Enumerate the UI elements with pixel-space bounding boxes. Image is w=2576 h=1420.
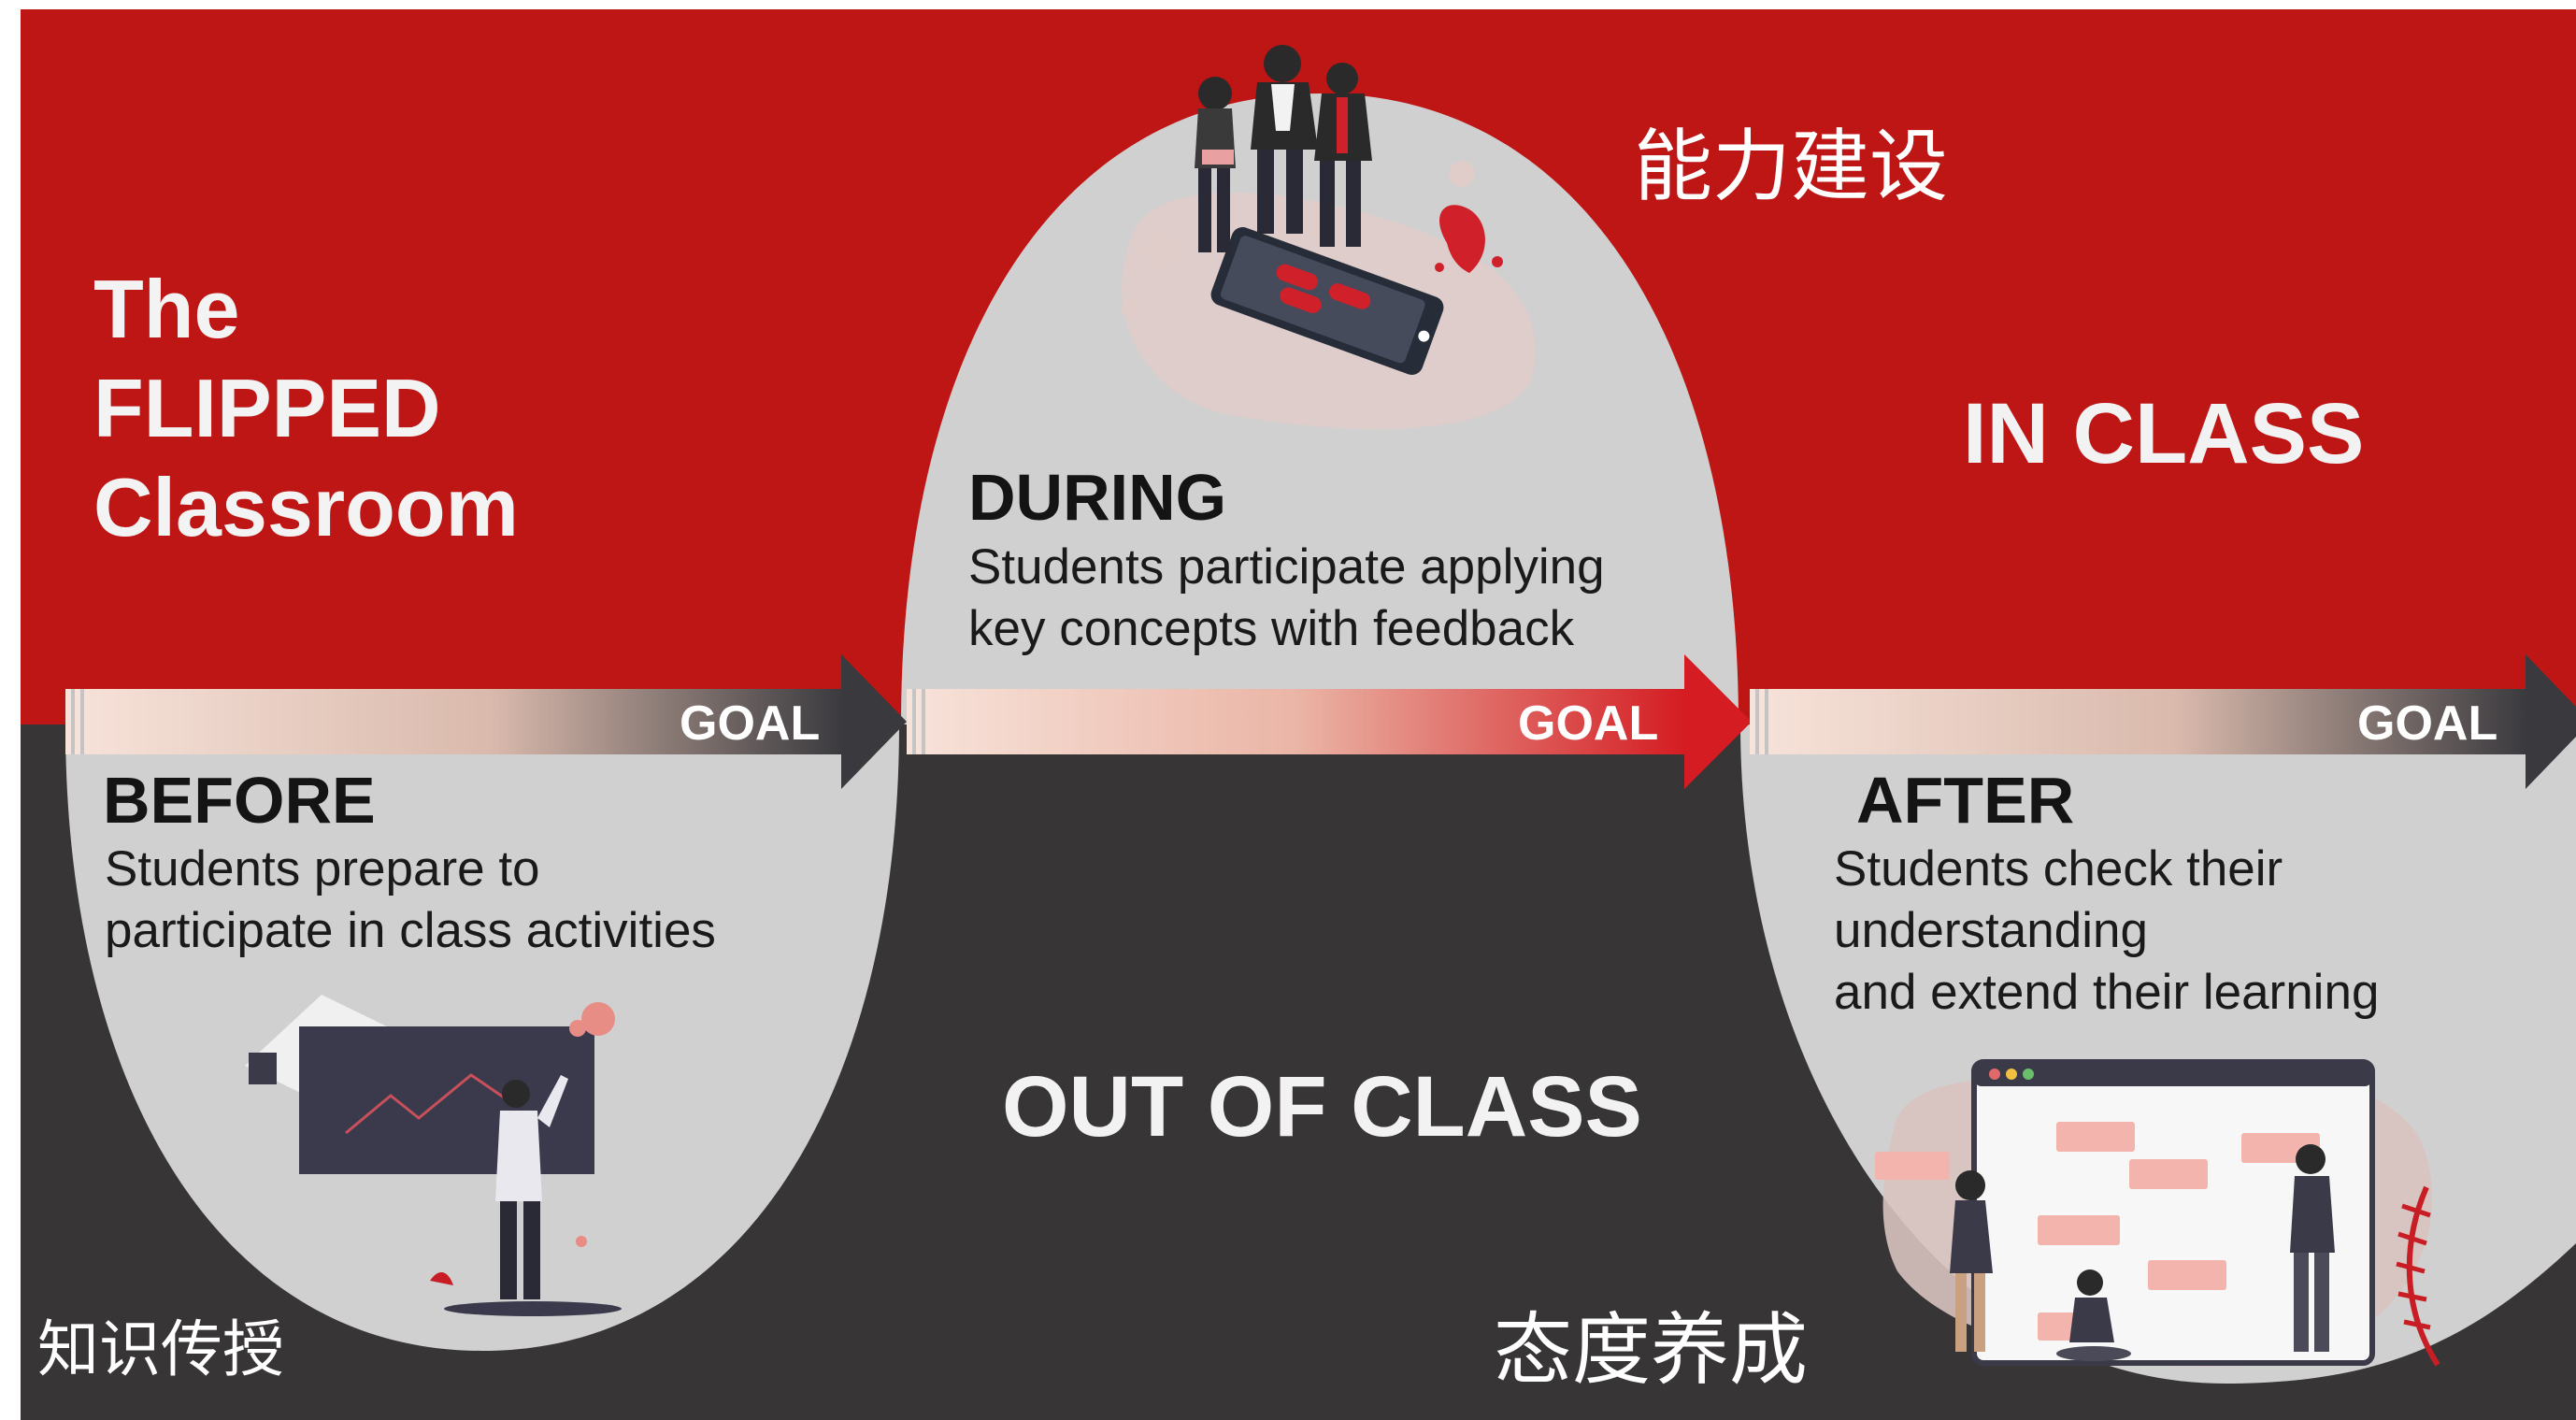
title-line-2: FLIPPED xyxy=(93,362,441,454)
after-text-line-1: Students check their xyxy=(1834,841,2283,896)
before-illustration xyxy=(245,995,622,1316)
after-text-line-3: and extend their learning xyxy=(1834,965,2380,1020)
top-white-margin xyxy=(0,0,2576,9)
during-text-line-2: key concepts with feedback xyxy=(968,601,1575,656)
annotation-bottom-right: 态度养成 xyxy=(1494,1304,1809,1396)
annotation-bottom-left: 知识传授 xyxy=(37,1313,284,1385)
out-of-class-label: OUT OF CLASS xyxy=(1002,1059,1642,1155)
during-goal-arrow xyxy=(907,654,1752,789)
in-class-label: IN CLASS xyxy=(1963,386,2365,481)
after-goal-label: GOAL xyxy=(2357,696,2498,751)
after-text-line-2: understanding xyxy=(1834,903,2148,958)
before-text-line-1: Students prepare to xyxy=(105,841,540,896)
after-heading: AFTER xyxy=(1856,764,2075,837)
during-heading: DURING xyxy=(968,461,1227,534)
before-heading: BEFORE xyxy=(103,764,376,837)
before-text-line-2: participate in class activities xyxy=(105,903,716,958)
before-goal-label: GOAL xyxy=(680,696,821,751)
after-illustration xyxy=(1875,1059,2440,1367)
title-line-1: The xyxy=(93,263,240,355)
before-goal-arrow xyxy=(65,654,907,789)
during-text-line-1: Students participate applying xyxy=(968,539,1605,595)
annotation-top-right: 能力建设 xyxy=(1634,121,1949,212)
left-white-margin xyxy=(0,0,21,1420)
title-line-3: Classroom xyxy=(93,461,519,553)
during-illustration xyxy=(1122,45,1536,429)
during-goal-label: GOAL xyxy=(1518,696,1659,751)
after-goal-arrow xyxy=(1750,654,2576,789)
